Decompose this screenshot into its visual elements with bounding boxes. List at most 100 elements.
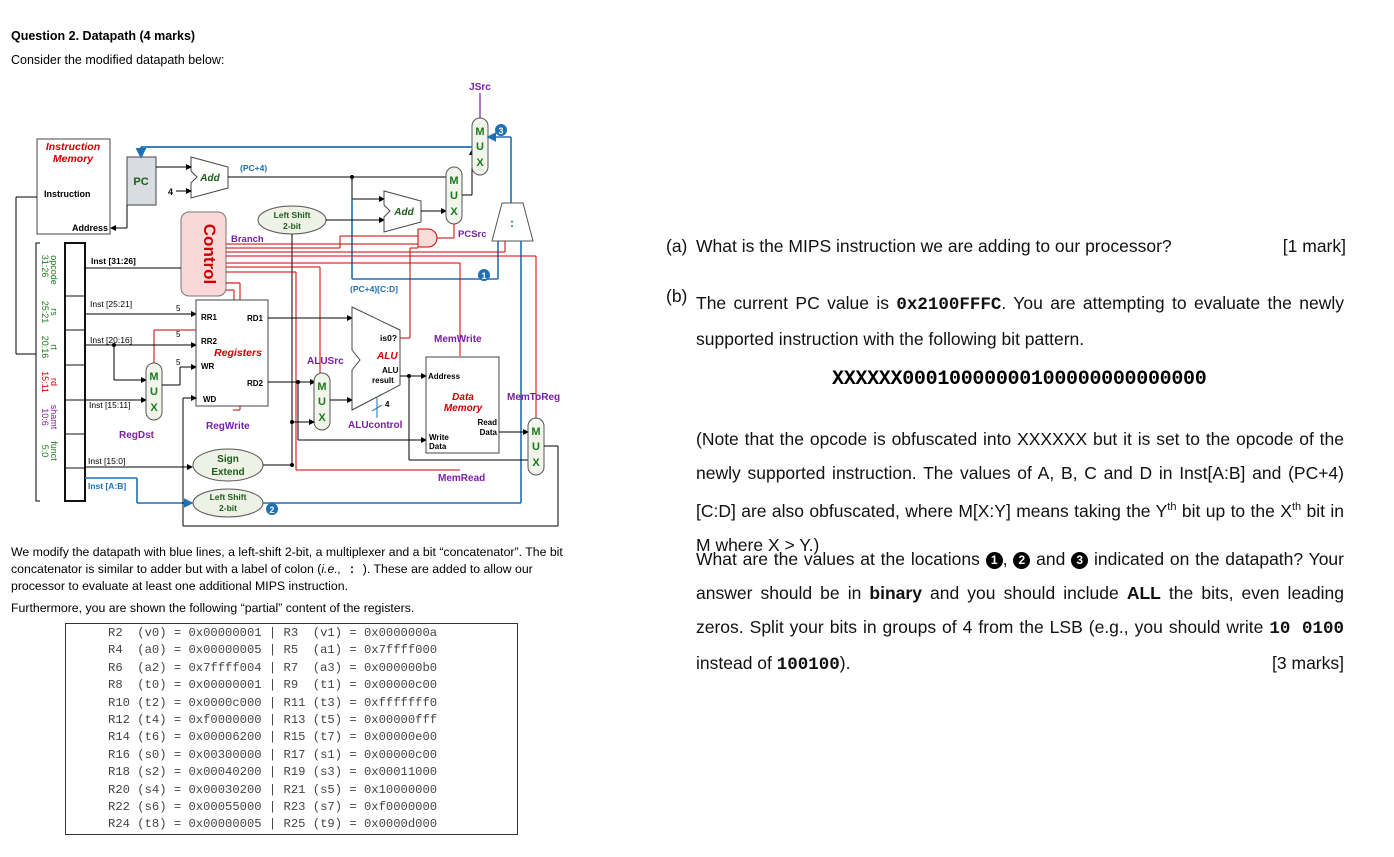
svg-text:5: 5 [176, 304, 181, 313]
question-title: Question 2. Datapath (4 marks) [11, 29, 196, 43]
svg-text:Branch: Branch [231, 234, 264, 245]
svg-text:U: U [150, 386, 158, 398]
mux-regdst [145, 362, 163, 421]
svg-text:rd: rd [49, 378, 59, 386]
register-file [195, 299, 269, 407]
svg-text:M: M [475, 126, 484, 138]
svg-text:funct: funct [49, 441, 59, 461]
circle-1-icon: 1 [985, 552, 1003, 569]
svg-text:Inst [A:B]: Inst [A:B] [88, 481, 126, 491]
svg-text:Address: Address [72, 223, 108, 233]
svg-text:MemToReg: MemToReg [507, 392, 560, 403]
svg-text:M: M [317, 381, 326, 393]
register-line: R20 (s4) = 0x00030200 | R21 (s5) = 0x100… [108, 782, 438, 797]
part-b-marks: [3 marks] [1272, 653, 1344, 673]
svg-text:Control: Control [200, 224, 219, 284]
part-a-text: What is the MIPS instruction we are addi… [696, 236, 1172, 256]
svg-text:Data: Data [429, 442, 447, 451]
svg-text:opcode: opcode [49, 255, 59, 285]
instruction-register-bar [64, 242, 86, 502]
svg-text:2-bit: 2-bit [283, 221, 301, 231]
svg-text:31:26: 31:26 [40, 255, 50, 278]
svg-text:15:11: 15:11 [40, 371, 50, 393]
part-a-marks: [1 mark] [1282, 236, 1346, 256]
svg-text:WR: WR [201, 362, 215, 371]
circle-2-icon: 2 [1013, 552, 1031, 569]
data-memory [425, 356, 500, 454]
register-lines: R2 (v0) = 0x00000001 | R3 (v1) = 0x00000… [66, 624, 517, 834]
svg-text:M: M [149, 371, 158, 383]
svg-text:25:21: 25:21 [40, 301, 50, 324]
svg-text:PCSrc: PCSrc [458, 229, 487, 240]
svg-text:Address: Address [428, 372, 461, 381]
svg-text:Inst [15:0]: Inst [15:0] [88, 456, 125, 466]
svg-text:Extend: Extend [211, 467, 244, 478]
control-unit [180, 211, 227, 297]
branch-adder [383, 190, 422, 233]
svg-text:Inst [20:16]: Inst [20:16] [90, 335, 132, 345]
bit-concatenator [491, 202, 534, 242]
svg-text:Add: Add [393, 207, 414, 218]
svg-text:Write: Write [429, 433, 449, 442]
svg-text:2: 2 [269, 505, 274, 515]
svg-text:X: X [318, 412, 326, 424]
alu [351, 306, 401, 411]
svg-text:(PC+4): (PC+4) [240, 163, 267, 173]
svg-text:Memory: Memory [53, 153, 94, 165]
register-line: R16 (s0) = 0x00300000 | R17 (s1) = 0x000… [108, 747, 438, 762]
instruction-memory [36, 138, 111, 235]
svg-text:is0?: is0? [380, 333, 397, 343]
svg-text:WD: WD [203, 395, 217, 404]
register-line: R8 (t0) = 0x00000001 | R9 (t1) = 0x00000… [108, 678, 438, 693]
svg-text:rt: rt [49, 344, 59, 350]
svg-text:Data: Data [452, 392, 474, 403]
svg-text:RR1: RR1 [201, 313, 218, 322]
part-a-label: (a) [666, 236, 688, 256]
bit-pattern: XXXXXX00010000000100000000000000 [832, 368, 1207, 391]
datapath-diagram: JSrc Instruction Memory Instruction Addr… [15, 82, 560, 527]
svg-text:PC: PC [133, 176, 148, 188]
description-paragraph: We modify the datapath with blue lines, … [11, 545, 563, 593]
svg-text:RD1: RD1 [247, 314, 264, 323]
svg-text:X: X [450, 206, 458, 218]
svg-text:X: X [150, 402, 158, 414]
circle-3-marker [495, 124, 507, 136]
svg-text:5:0: 5:0 [40, 445, 50, 458]
register-table: R2 (v0) = 0x00000001 | R3 (v1) = 0x00000… [65, 623, 518, 835]
svg-text:result: result [372, 376, 394, 385]
registers-intro: Furthermore, you are shown the following… [11, 601, 415, 615]
svg-text:4: 4 [168, 187, 173, 197]
svg-text:Data: Data [480, 428, 498, 437]
values-question: What are the values at the locations 1, … [696, 542, 1344, 682]
svg-text:Add: Add [199, 173, 220, 184]
pc-register [126, 156, 157, 206]
jsrc-label: JSrc [469, 82, 491, 93]
svg-text:Registers: Registers [214, 347, 262, 359]
svg-text:2-bit: 2-bit [219, 503, 237, 513]
svg-text:ALU: ALU [376, 351, 398, 362]
svg-text:RD2: RD2 [247, 379, 264, 388]
svg-text:U: U [532, 441, 540, 453]
svg-text:U: U [450, 190, 458, 202]
svg-text:5: 5 [176, 330, 181, 339]
svg-text:Sign: Sign [217, 454, 239, 465]
svg-text:ALU: ALU [382, 366, 399, 375]
register-line: R18 (s2) = 0x00040200 | R19 (s3) = 0x000… [108, 765, 438, 780]
register-line: R4 (a0) = 0x00000005 | R5 (a1) = 0x7ffff… [108, 643, 438, 658]
circle-3-icon: 3 [1071, 552, 1089, 569]
circle-2-marker [266, 503, 278, 515]
mux-alusrc [313, 372, 331, 431]
svg-text:ALUSrc: ALUSrc [307, 356, 344, 367]
svg-text:20:16: 20:16 [40, 336, 50, 359]
svg-text:ALUcontrol: ALUcontrol [348, 420, 403, 431]
svg-text:shamt: shamt [49, 405, 59, 430]
svg-text:U: U [318, 396, 326, 408]
svg-text:U: U [476, 141, 484, 153]
svg-text:M: M [449, 175, 458, 187]
register-line: R6 (a2) = 0x7ffff004 | R7 (a3) = 0x00000… [108, 660, 438, 675]
svg-text:Instruction: Instruction [44, 189, 91, 199]
svg-text:MemWrite: MemWrite [434, 334, 482, 345]
svg-text:5: 5 [176, 358, 181, 367]
svg-text:Left Shift: Left Shift [210, 492, 247, 502]
svg-text:Read: Read [477, 418, 497, 427]
